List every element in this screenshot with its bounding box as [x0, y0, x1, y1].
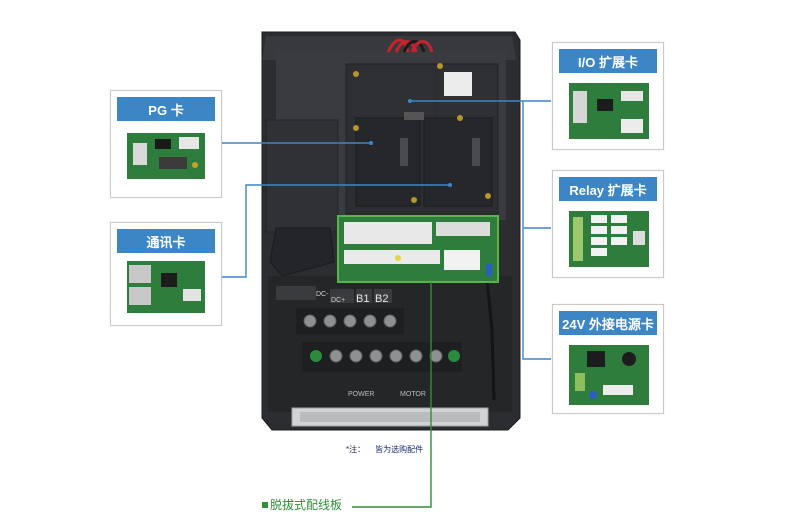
- leader-pull-out: [352, 282, 432, 508]
- relay-card-board-image: [569, 211, 649, 267]
- card-power24: 24V 外接电源卡: [552, 304, 664, 414]
- comm-card-board-image: [127, 261, 205, 313]
- pull-out-terminal-label: 脱拔式配线板: [262, 496, 342, 513]
- card-pg-title: PG 卡: [117, 97, 215, 121]
- card-io: I/O 扩展卡: [552, 42, 664, 150]
- control-terminal-board: [337, 215, 499, 283]
- card-relay-title: Relay 扩展卡: [559, 177, 657, 201]
- io-card-board-image: [569, 83, 649, 139]
- card-relay: Relay 扩展卡: [552, 170, 664, 278]
- label-b1: B1: [356, 293, 369, 305]
- pull-out-bullet: [262, 501, 268, 508]
- pg-card-board-image: [127, 133, 205, 179]
- card-power24-title: 24V 外接电源卡: [559, 311, 657, 335]
- footnote: *注： 皆为选购配件: [346, 444, 433, 455]
- label-motor: MOTOR: [400, 391, 426, 398]
- leader-comm: [221, 184, 450, 278]
- footnote-prefix: *注：: [346, 445, 366, 454]
- card-comm: 通讯卡: [110, 222, 222, 326]
- power-terminal-labels: DC- DC+ B1 B2: [316, 289, 392, 305]
- power24-card-board-image: [569, 345, 649, 405]
- card-io-title: I/O 扩展卡: [559, 49, 657, 73]
- label-dc-plus: DC+: [331, 297, 345, 304]
- footnote-text: 皆为选购配件: [375, 445, 424, 454]
- label-b2: B2: [375, 293, 388, 305]
- pull-out-text: 脱拔式配线板: [270, 498, 343, 512]
- card-pg: PG 卡: [110, 90, 222, 198]
- upper-terminal-row: [296, 308, 404, 334]
- leader-lines: [221, 99, 551, 360]
- label-dc-minus: DC-: [316, 291, 329, 298]
- lower-terminal-row: POWER MOTOR: [302, 342, 462, 398]
- top-wires: [386, 38, 434, 53]
- leader-io-branch: [522, 101, 551, 360]
- label-power: POWER: [348, 391, 374, 398]
- card-comm-title: 通讯卡: [117, 229, 215, 253]
